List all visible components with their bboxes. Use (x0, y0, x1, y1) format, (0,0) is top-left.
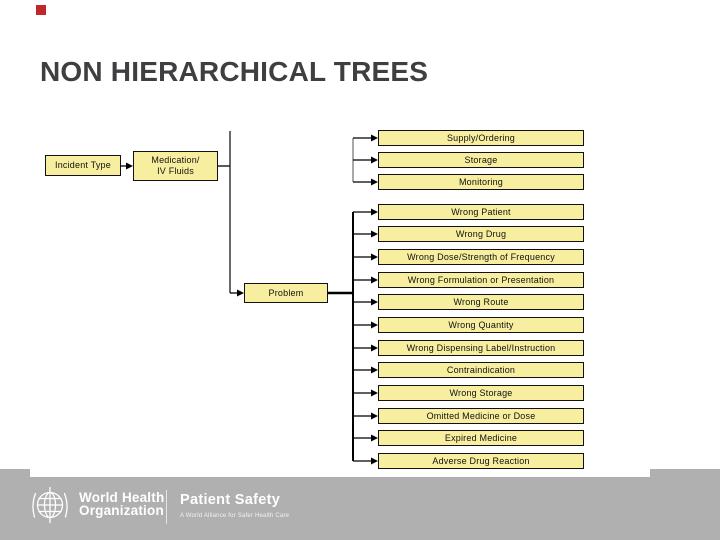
org-name: World Health Organization (79, 490, 165, 518)
tree-leaf-box: Monitoring (378, 174, 584, 190)
page-title: NON HIERARCHICAL TREES (40, 56, 429, 87)
tree-leaf-box: Contraindication (378, 362, 584, 378)
tree-leaf-box: Storage (378, 152, 584, 168)
accent-square (36, 5, 46, 15)
program-tagline: A World Alliance for Safer Health Care (180, 513, 290, 519)
tree-leaf-box: Wrong Storage (378, 385, 584, 401)
node-medication-line1: Medication/ (151, 155, 200, 166)
org-name-line2: Organization (79, 502, 164, 518)
footer-band (0, 477, 720, 540)
tree-leaf-box: Wrong Patient (378, 204, 584, 220)
tree-leaf-box: Supply/Ordering (378, 130, 584, 146)
tree-leaf-box: Wrong Dose/Strength of Frequency (378, 249, 584, 265)
tree-leaf-box: Wrong Formulation or Presentation (378, 272, 584, 288)
tree-leaf-box: Adverse Drug Reaction (378, 453, 584, 469)
who-emblem-icon (32, 486, 68, 524)
org-name-line1: World Health (79, 490, 165, 505)
node-problem: Problem (244, 283, 328, 303)
node-medication-line2: IV Fluids (157, 166, 194, 176)
footer-divider (166, 490, 167, 524)
tree-leaf-box: Omitted Medicine or Dose (378, 408, 584, 424)
tree-leaf-box: Expired Medicine (378, 430, 584, 446)
tree-leaf-box: Wrong Drug (378, 226, 584, 242)
tree-leaf-box: Wrong Route (378, 294, 584, 310)
tree-leaf-box: Wrong Quantity (378, 317, 584, 333)
program-title: Patient Safety (180, 492, 281, 508)
node-incident-type: Incident Type (45, 155, 121, 176)
node-medication-iv-fluids: Medication/ IV Fluids (133, 151, 218, 181)
tree-leaf-box: Wrong Dispensing Label/Instruction (378, 340, 584, 356)
